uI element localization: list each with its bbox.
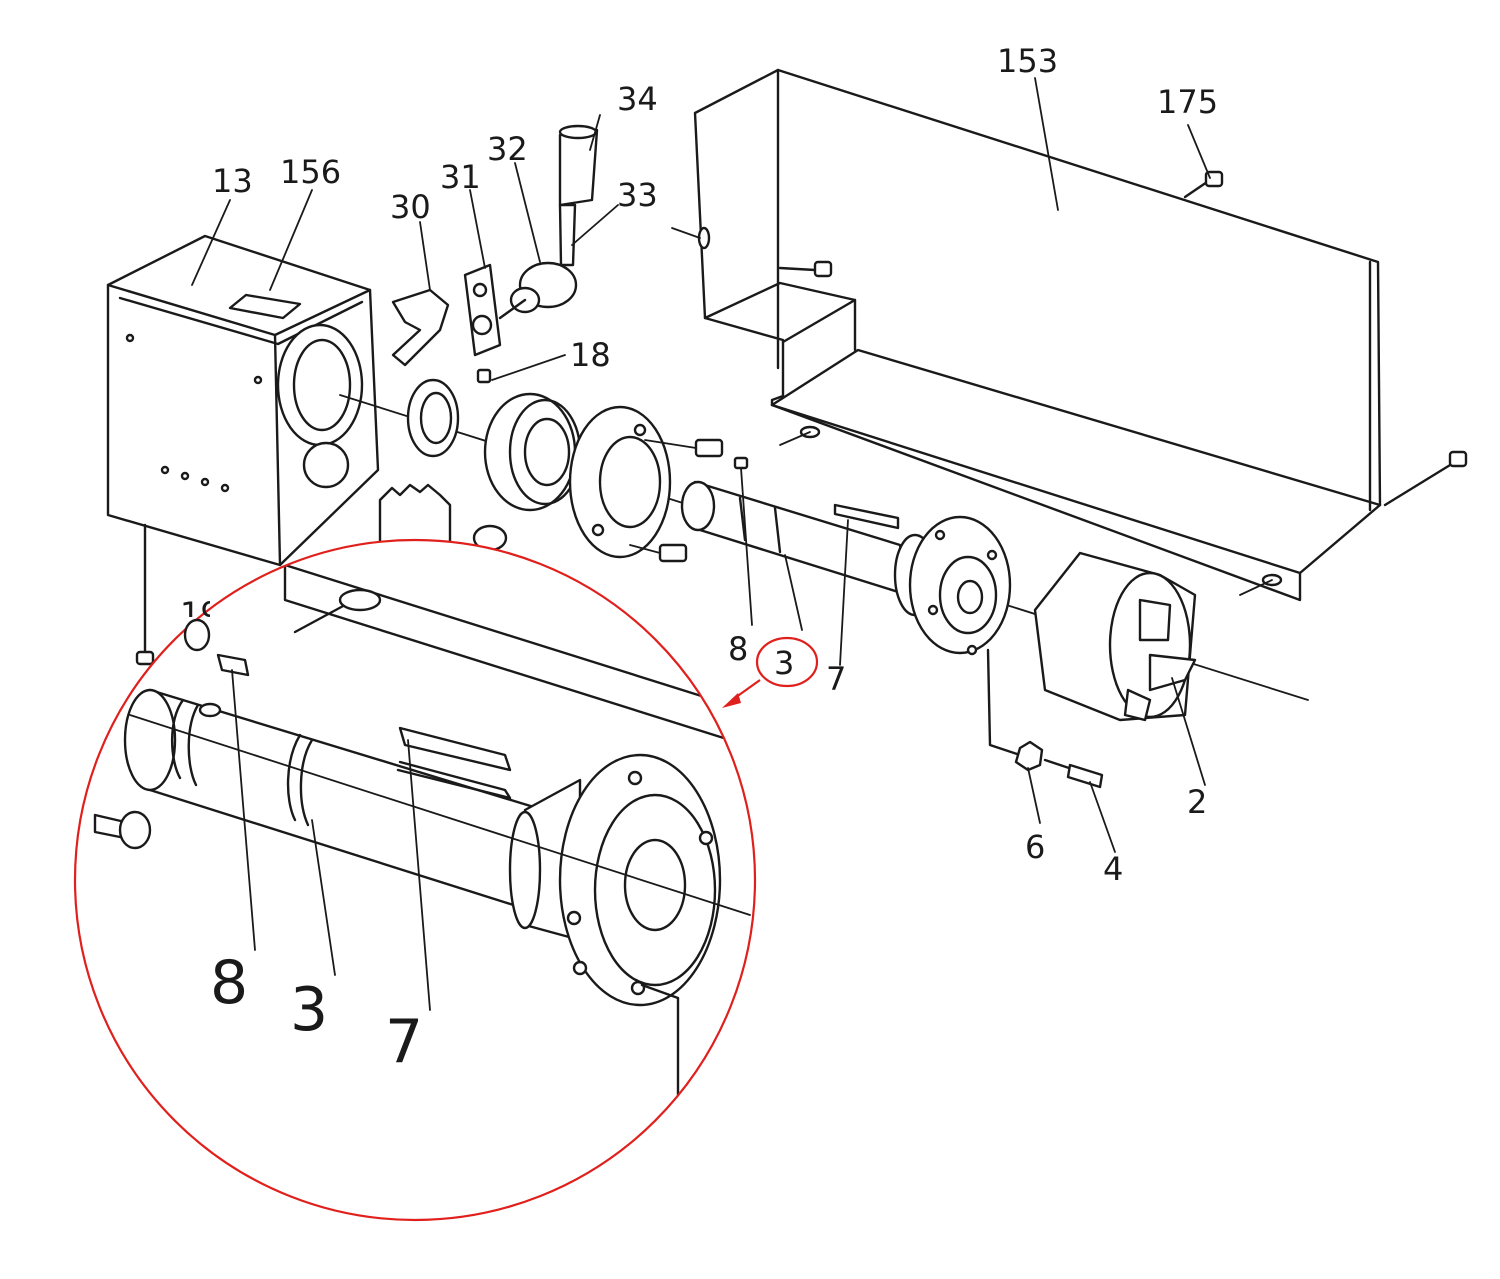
highlight-circle-3 <box>755 636 819 688</box>
screw-left <box>778 260 833 278</box>
headstock-housing-13 <box>106 234 380 666</box>
label-2: 2 <box>1187 783 1207 821</box>
label-7: 7 <box>826 660 846 698</box>
magnified-detail: 8 3 7 <box>73 538 757 1222</box>
screw-175-top <box>1183 170 1224 199</box>
label-6: 6 <box>1025 828 1045 866</box>
label-34: 34 <box>617 80 658 118</box>
label-175: 175 <box>1157 83 1218 121</box>
callout-labels: 153 175 34 32 33 31 30 13 156 18 8 3 7 2… <box>212 42 1218 888</box>
cover-guard-153 <box>671 68 1382 602</box>
lever-rod-33 <box>558 203 577 267</box>
highlight-marker <box>722 636 819 708</box>
shift-plate-31 <box>463 263 502 357</box>
spindle-shaft-3 <box>680 456 910 597</box>
mag-label-3: 3 <box>290 975 328 1045</box>
shift-fork-30 <box>391 288 450 367</box>
label-19-partial: 19 <box>180 595 221 633</box>
label-4: 4 <box>1103 850 1123 888</box>
label-32: 32 <box>487 130 528 168</box>
highlight-arrowhead <box>722 693 741 708</box>
stud-4 <box>1066 763 1104 789</box>
spindle-flange <box>893 515 1012 656</box>
screw-right <box>1383 450 1468 507</box>
label-31: 31 <box>440 158 481 196</box>
lever-knob-34 <box>558 124 599 207</box>
shift-lever-hub-32 <box>498 261 578 320</box>
label-18: 18 <box>570 336 611 374</box>
label-156: 156 <box>280 153 341 191</box>
oil-seal <box>406 378 460 458</box>
mag-label-7: 7 <box>385 1007 423 1077</box>
label-30: 30 <box>390 188 431 226</box>
leader-lines <box>191 77 1211 853</box>
label-3: 3 <box>774 644 794 682</box>
label-153: 153 <box>997 42 1058 80</box>
partial-label-19: 19 <box>180 595 221 652</box>
mag-label-8: 8 <box>210 948 248 1018</box>
nut-6 <box>986 648 1077 772</box>
label-13: 13 <box>212 162 253 200</box>
set-screw-18 <box>476 368 492 384</box>
magnifier-background <box>75 540 755 1220</box>
bearing-flange <box>568 405 724 563</box>
main-bearing <box>483 392 582 512</box>
chuck-2 <box>1033 551 1197 722</box>
label-33: 33 <box>617 176 658 214</box>
gear <box>378 483 508 552</box>
magnifier-outline <box>73 538 757 1222</box>
label-8: 8 <box>728 630 748 668</box>
